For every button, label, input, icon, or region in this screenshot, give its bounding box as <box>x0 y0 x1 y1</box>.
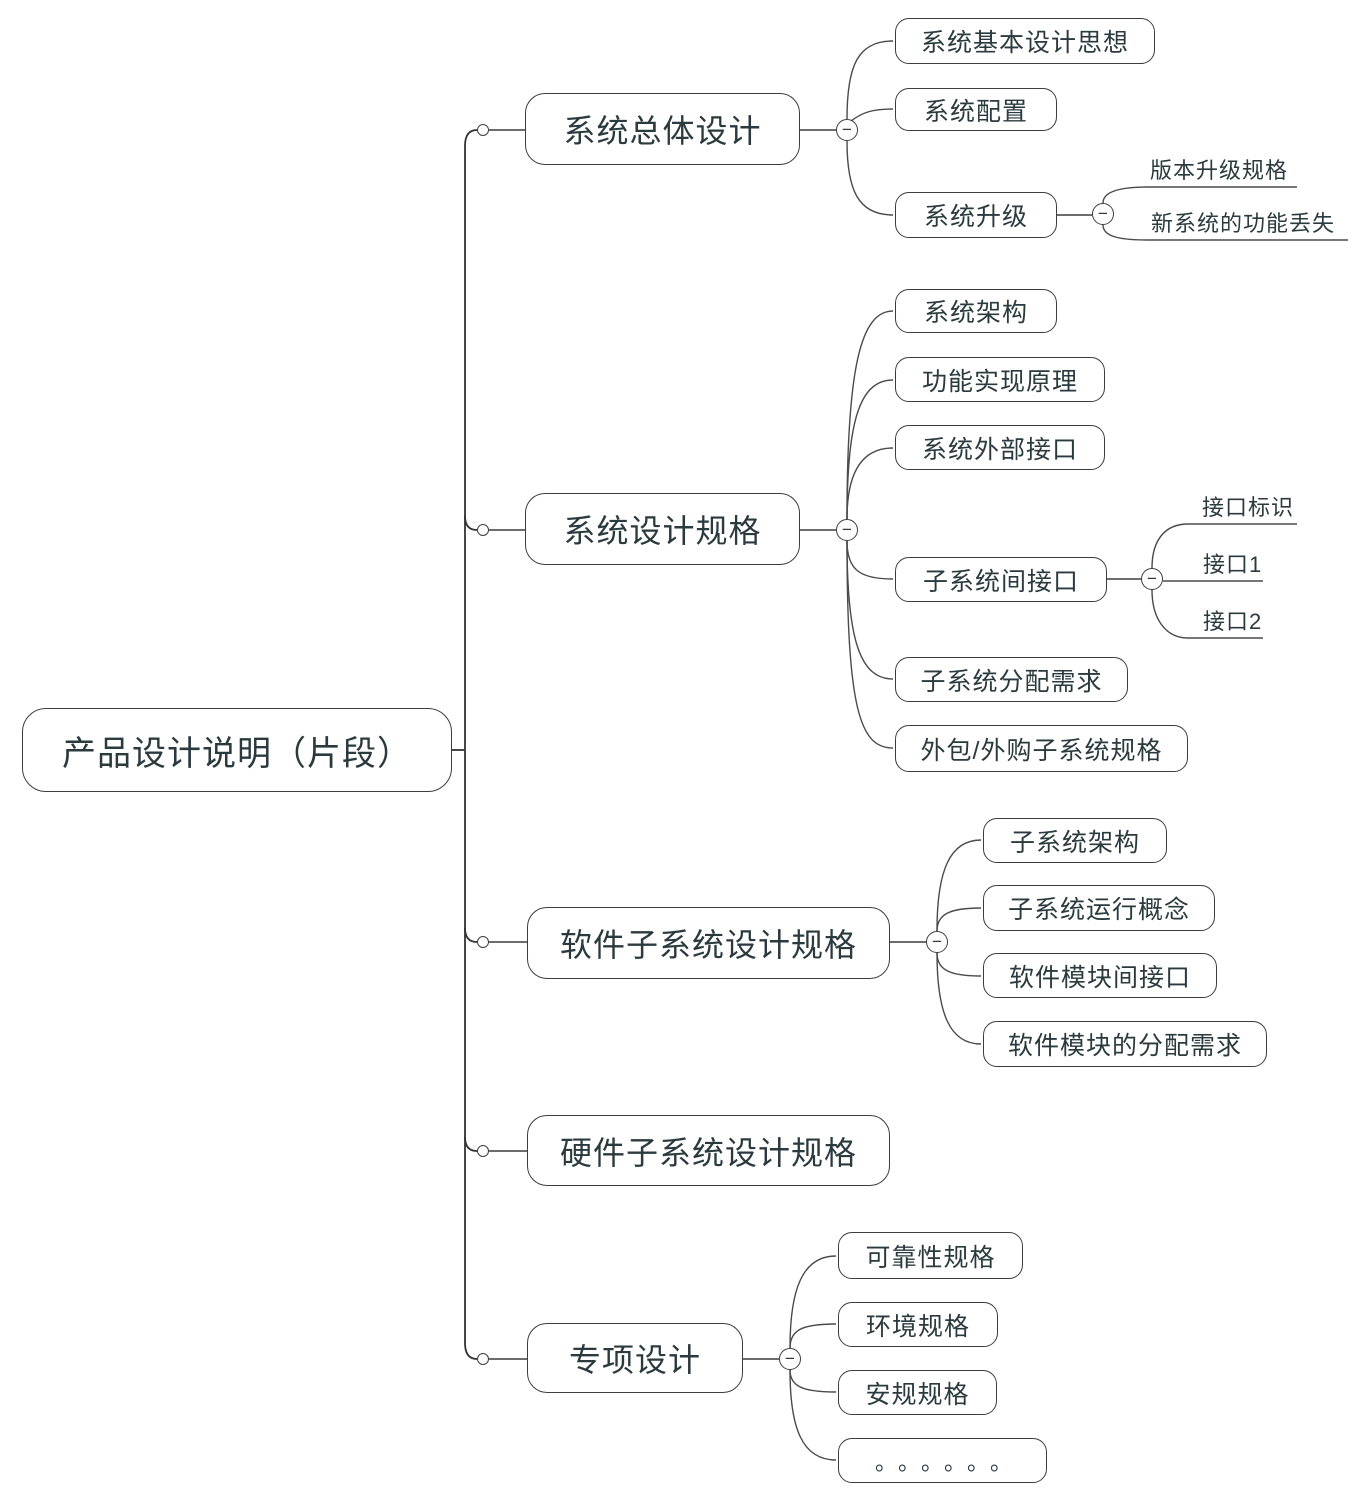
collapse-toggle-system-overall-design[interactable]: − <box>836 119 858 141</box>
collapse-toggle-software-subsystem-design-spec[interactable]: − <box>926 931 948 953</box>
branch-connector-dot <box>477 124 489 136</box>
node-system-overall-design[interactable]: 系统总体设计 <box>525 93 800 165</box>
node-function-implementation-principle[interactable]: 功能实现原理 <box>895 357 1105 402</box>
node-system-design-spec[interactable]: 系统设计规格 <box>525 493 800 565</box>
node-software-subsystem-design-spec[interactable]: 软件子系统设计规格 <box>527 907 890 979</box>
node-special-design[interactable]: 专项设计 <box>527 1323 743 1393</box>
node-new-system-function-loss[interactable]: 新系统的功能丢失 <box>1151 211 1336 236</box>
node-environment-spec[interactable]: 环境规格 <box>838 1302 998 1347</box>
node-system-architecture[interactable]: 系统架构 <box>895 289 1057 333</box>
node-inter-subsystem-interface[interactable]: 子系统间接口 <box>895 557 1107 602</box>
node-safety-regulation-spec[interactable]: 安规规格 <box>838 1370 997 1415</box>
collapse-toggle-system-design-spec[interactable]: − <box>836 519 858 541</box>
branch-connector-dot <box>477 1353 489 1365</box>
node-interface-1[interactable]: 接口1 <box>1203 552 1263 577</box>
node-system-basic-design-idea[interactable]: 系统基本设计思想 <box>895 18 1155 64</box>
collapse-toggle-system-upgrade[interactable]: − <box>1092 203 1114 225</box>
node-subsystem-operation-concept[interactable]: 子系统运行概念 <box>983 885 1215 931</box>
node-system-configuration[interactable]: 系统配置 <box>895 88 1057 131</box>
collapse-toggle-special-design[interactable]: − <box>779 1348 801 1370</box>
node-system-upgrade[interactable]: 系统升级 <box>895 192 1057 238</box>
node-software-module-interface[interactable]: 软件模块间接口 <box>983 953 1217 998</box>
node-reliability-spec[interactable]: 可靠性规格 <box>838 1232 1023 1279</box>
node-outsourced-purchased-subsystem-spec[interactable]: 外包/外购子系统规格 <box>895 725 1188 772</box>
node-ellipsis[interactable]: 。。。。。。 <box>838 1438 1047 1483</box>
node-hardware-subsystem-design-spec[interactable]: 硬件子系统设计规格 <box>527 1115 890 1186</box>
node-system-external-interface[interactable]: 系统外部接口 <box>895 425 1105 470</box>
node-interface-identification[interactable]: 接口标识 <box>1202 495 1295 520</box>
branch-connector-dot <box>477 524 489 536</box>
node-software-module-allocation-requirements[interactable]: 软件模块的分配需求 <box>983 1021 1267 1067</box>
branch-connector-dot <box>477 936 489 948</box>
collapse-toggle-inter-subsystem-interface[interactable]: − <box>1141 568 1163 590</box>
branch-connector-dot <box>477 1145 489 1157</box>
node-interface-2[interactable]: 接口2 <box>1203 609 1263 634</box>
node-subsystem-architecture[interactable]: 子系统架构 <box>983 818 1167 863</box>
node-root-product-design-description[interactable]: 产品设计说明（片段） <box>22 708 452 792</box>
node-subsystem-allocation-requirements[interactable]: 子系统分配需求 <box>895 657 1128 702</box>
node-version-upgrade-spec[interactable]: 版本升级规格 <box>1150 158 1289 183</box>
